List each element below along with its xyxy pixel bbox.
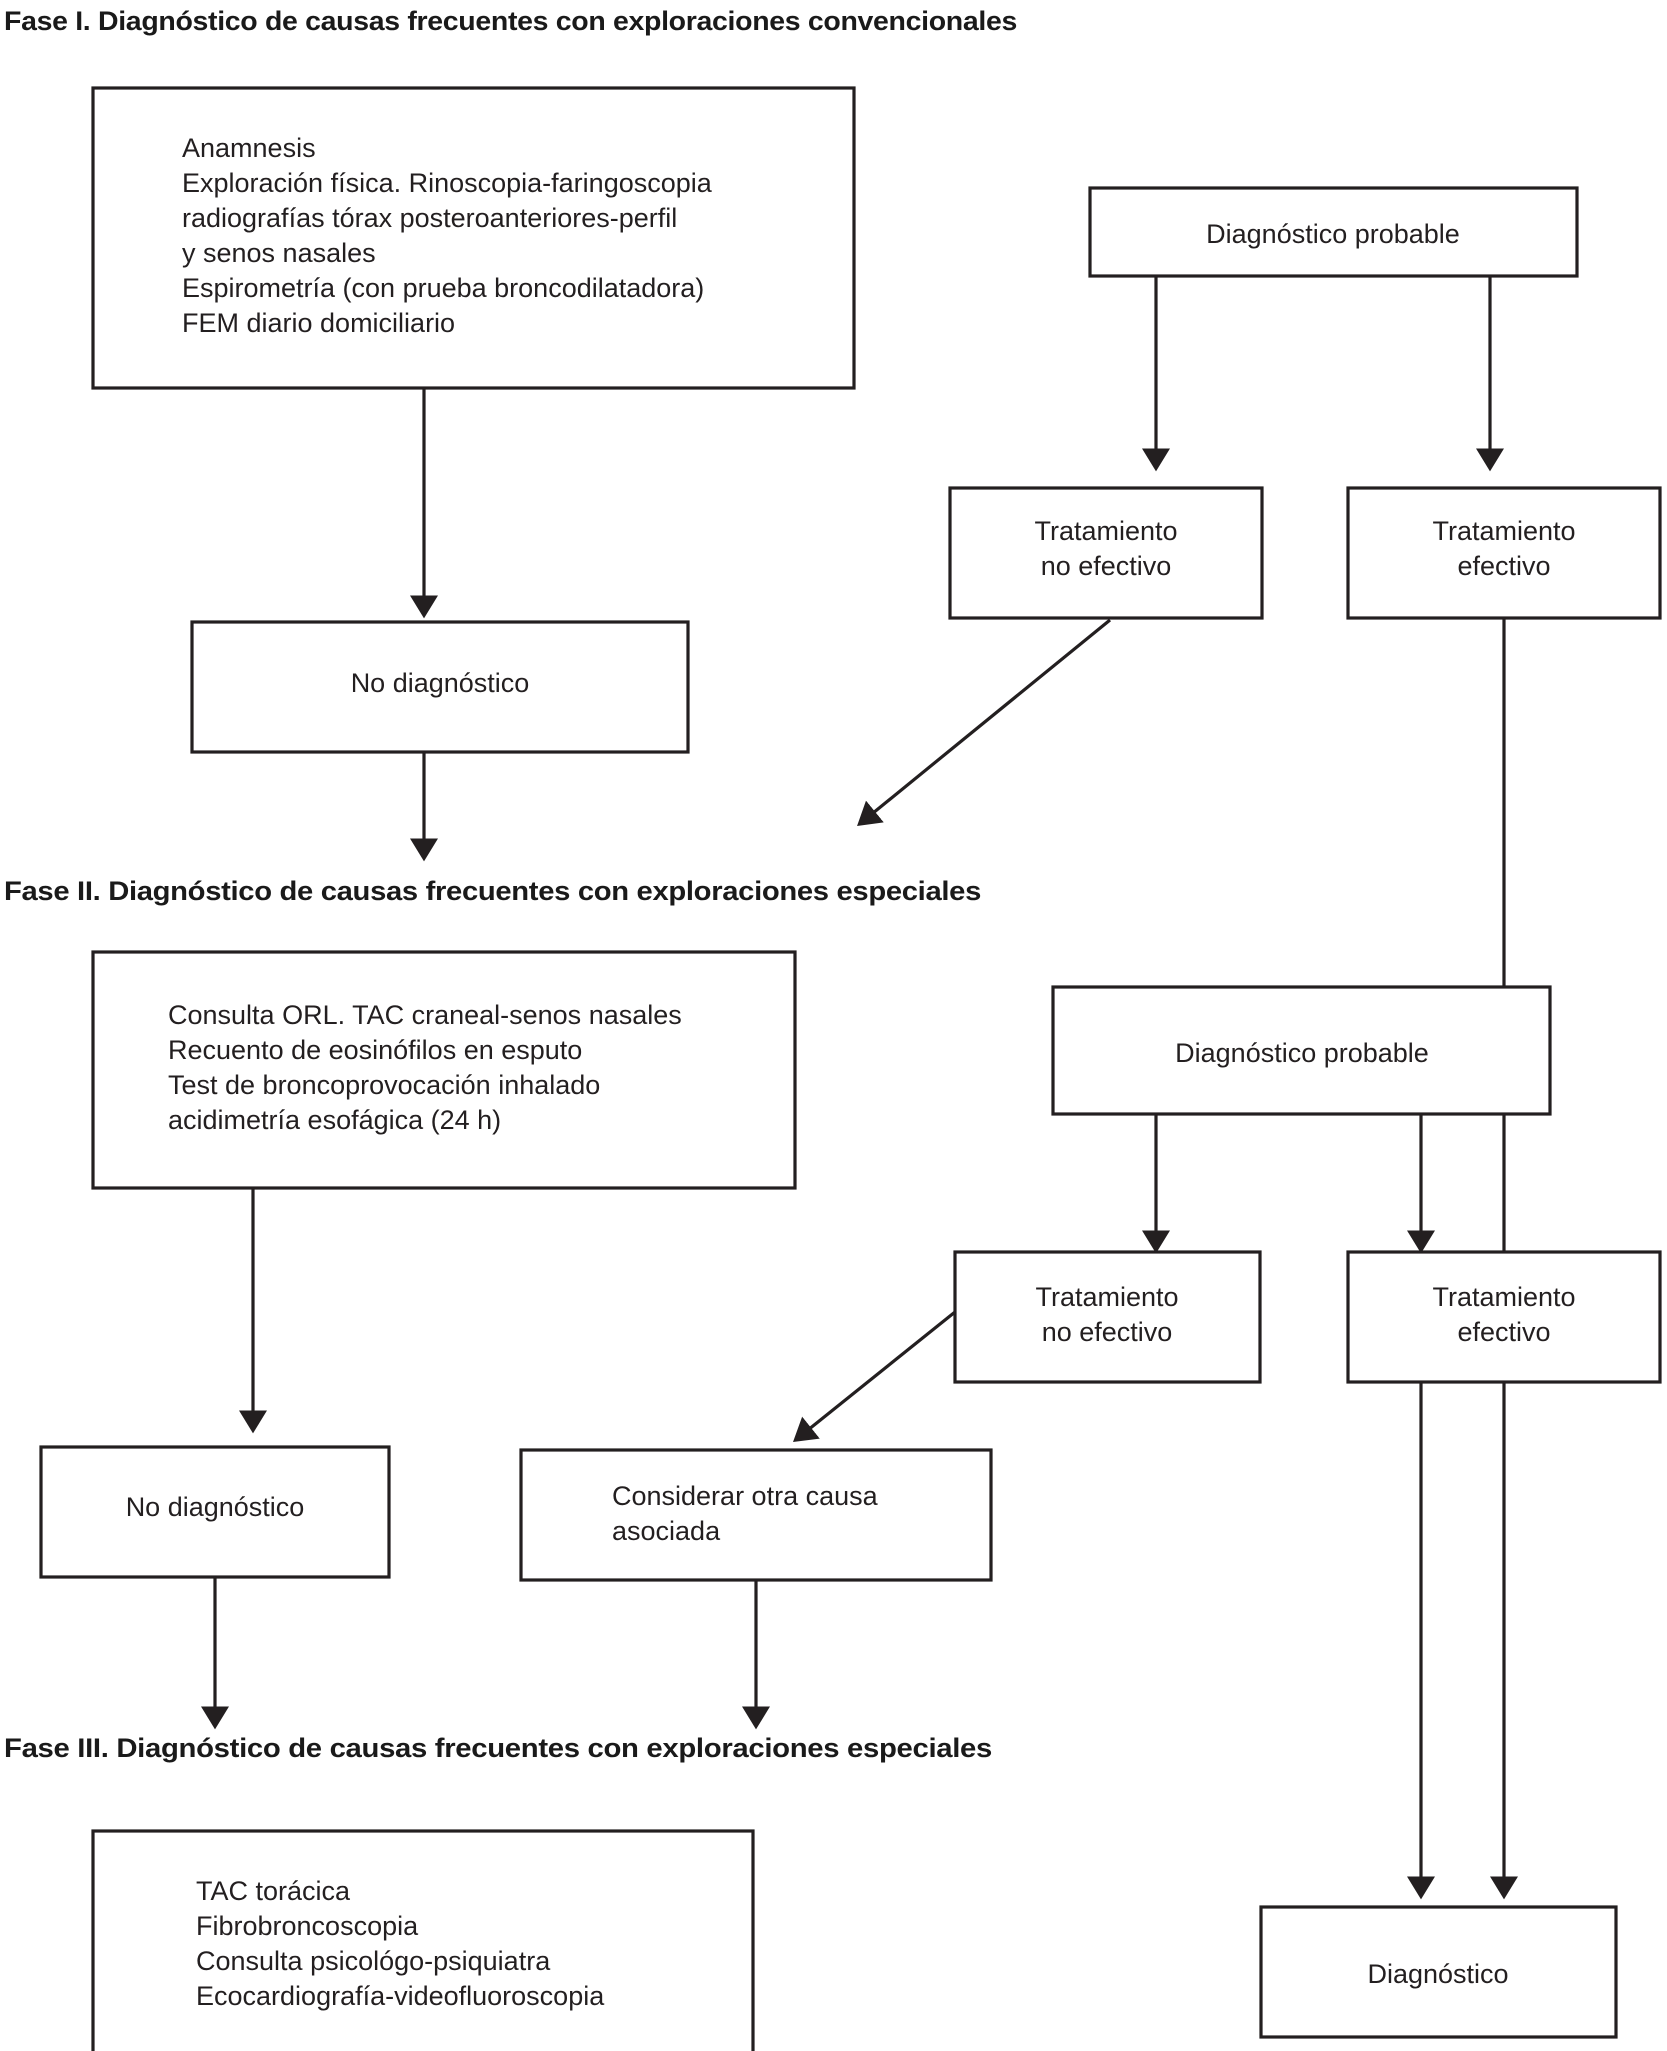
- node-phase2-treat-ineffective-line-2: no efectivo: [1042, 1317, 1173, 1347]
- node-phase1-probable: Diagnóstico probable: [1088, 186, 1579, 278]
- node-phase1-treat-ineffective: Tratamiento no efectivo: [948, 486, 1264, 620]
- phase-3-title: Fase III. Diagnóstico de causas frecuent…: [4, 1733, 992, 1763]
- node-phase2-treat-effective-line-2: efectivo: [1457, 1317, 1550, 1347]
- node-final-diagnosis-label: Diagnóstico: [1367, 1959, 1508, 1989]
- node-phase1-tests-line-6: FEM diario domiciliario: [182, 308, 455, 338]
- node-phase1-tests: Anamnesis Exploración física. Rinoscopia…: [91, 86, 856, 390]
- node-phase2-treat-effective-box: [1346, 1250, 1662, 1384]
- node-phase1-tests-box: [91, 86, 856, 390]
- node-phase1-no-diag: No diagnóstico: [190, 620, 690, 754]
- node-phase3-tests-line-4: Ecocardiografía-videofluoroscopia: [196, 1981, 605, 2011]
- node-phase2-other-cause-box: [519, 1448, 993, 1582]
- node-phase2-no-diag-label: No diagnóstico: [126, 1492, 305, 1522]
- node-phase2-tests-box: [91, 950, 797, 1190]
- node-phase1-treat-effective-box: [1346, 486, 1662, 620]
- node-phase2-other-cause: Considerar otra causa asociada: [519, 1448, 993, 1582]
- node-phase2-probable-box: [1051, 985, 1552, 1116]
- node-phase2-probable-label: Diagnóstico probable: [1175, 1038, 1429, 1068]
- node-phase2-tests-line-3: Test de broncoprovocación inhalado: [168, 1070, 600, 1100]
- node-phase1-probable-label: Diagnóstico probable: [1206, 219, 1460, 249]
- node-phase1-treat-ineffective-line-2: no efectivo: [1041, 551, 1172, 581]
- node-phase1-tests-line-1: Anamnesis: [182, 133, 316, 163]
- node-phase2-treat-effective-line-1: Tratamiento: [1432, 1282, 1575, 1312]
- node-phase1-treat-effective: Tratamiento efectivo: [1346, 486, 1662, 620]
- node-phase2-treat-ineffective-line-1: Tratamiento: [1035, 1282, 1178, 1312]
- node-phase1-tests-line-3: radiografías tórax posteroanteriores-per…: [182, 203, 677, 233]
- node-phase2-treat-effective: Tratamiento efectivo: [1346, 1250, 1662, 1384]
- node-phase2-tests-line-2: Recuento de eosinófilos en esputo: [168, 1035, 582, 1065]
- node-phase1-treat-ineffective-line-1: Tratamiento: [1034, 516, 1177, 546]
- node-phase2-other-cause-line-1: Considerar otra causa: [612, 1481, 879, 1511]
- node-phase1-no-diag-box: [190, 620, 690, 754]
- node-phase2-no-diag: No diagnóstico: [39, 1445, 391, 1579]
- phase-1-title: Fase I. Diagnóstico de causas frecuentes…: [4, 6, 1017, 36]
- node-phase1-treat-effective-line-1: Tratamiento: [1432, 516, 1575, 546]
- node-phase1-probable-box: [1088, 186, 1579, 278]
- node-phase2-probable: Diagnóstico probable: [1051, 985, 1552, 1116]
- node-phase3-tests-line-1: TAC torácica: [196, 1876, 351, 1906]
- node-phase1-no-diag-label: No diagnóstico: [351, 668, 530, 698]
- node-phase1-tests-line-4: y senos nasales: [182, 238, 376, 268]
- phase-2-title: Fase II. Diagnóstico de causas frecuente…: [4, 876, 981, 906]
- node-phase1-treat-ineffective-box: [948, 486, 1264, 620]
- node-phase1-tests-line-2: Exploración física. Rinoscopia-faringosc…: [182, 168, 713, 198]
- node-phase2-tests: Consulta ORL. TAC craneal-senos nasales …: [91, 950, 797, 1190]
- node-phase2-tests-line-1: Consulta ORL. TAC craneal-senos nasales: [168, 1000, 682, 1030]
- node-phase3-tests-box: [91, 1829, 755, 2051]
- connector-phase2-ineffective-to-other-cause: [793, 1310, 957, 1443]
- node-phase3-tests-line-2: Fibrobroncoscopia: [196, 1911, 419, 1941]
- node-phase3-tests: TAC torácica Fibrobroncoscopia Consulta …: [91, 1829, 755, 2051]
- node-final-diagnosis: Diagnóstico: [1259, 1905, 1618, 2039]
- connector-phase1-ineffective-to-phase2: [857, 618, 1112, 827]
- node-phase3-tests-line-3: Consulta psicológo-psiquiatra: [196, 1946, 551, 1976]
- node-phase2-treat-ineffective: Tratamiento no efectivo: [953, 1250, 1262, 1384]
- node-final-diagnosis-box: [1259, 1905, 1618, 2039]
- node-phase2-tests-line-4: acidimetría esofágica (24 h): [168, 1105, 501, 1135]
- node-phase2-treat-ineffective-box: [953, 1250, 1262, 1384]
- node-phase1-treat-effective-line-2: efectivo: [1457, 551, 1550, 581]
- node-phase1-tests-line-5: Espirometría (con prueba broncodilatador…: [182, 273, 704, 303]
- node-phase2-other-cause-line-2: asociada: [612, 1516, 721, 1546]
